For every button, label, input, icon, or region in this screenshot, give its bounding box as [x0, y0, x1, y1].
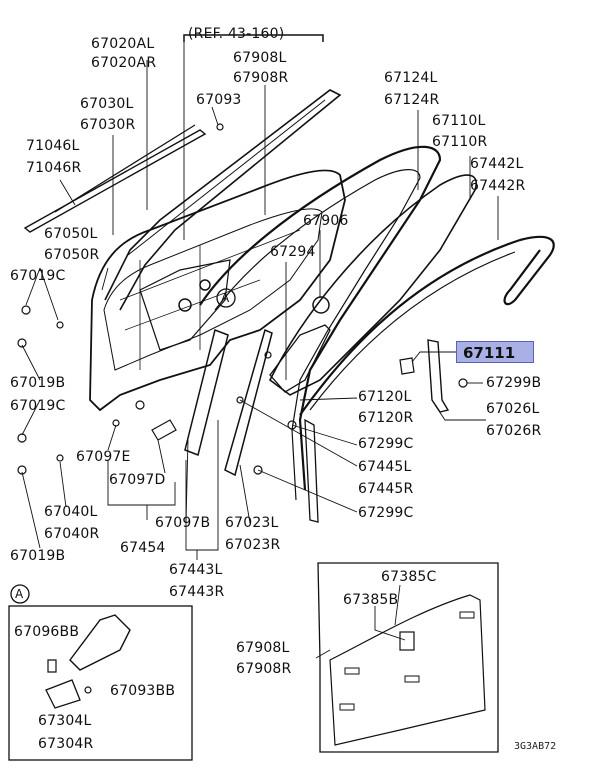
label-67110l: 67110L	[432, 113, 486, 129]
label-67304r: 67304R	[38, 736, 94, 752]
lower-channel	[304, 418, 319, 523]
glass-run	[199, 145, 442, 491]
label-67120r: 67120R	[358, 410, 414, 426]
label-67096bb: 67096BB	[14, 624, 80, 640]
label-67019b-1: 67019B	[10, 375, 66, 391]
label-67442r: 67442R	[470, 178, 526, 194]
label-67026l: 67026L	[486, 401, 540, 417]
label-67110r: 67110R	[432, 134, 488, 150]
sash	[184, 328, 229, 457]
label-67050r: 67050R	[44, 247, 100, 263]
label-67050l: 67050L	[44, 226, 98, 242]
label-67299c-2: 67299C	[358, 505, 414, 521]
label-67023l: 67023L	[225, 515, 279, 531]
callout-a-main: A	[221, 291, 230, 305]
label-67097e: 67097E	[76, 449, 131, 465]
label-67020ar: 67020AR	[91, 55, 157, 71]
label-67304l: 67304L	[38, 713, 92, 729]
label-67908r-bottom: 67908R	[236, 661, 292, 677]
label-71046r: 71046R	[26, 160, 82, 176]
label-67030r: 67030R	[80, 117, 136, 133]
label-67093bb: 67093BB	[110, 683, 176, 699]
label-67908l-top: 67908L	[233, 50, 287, 66]
label-67443l: 67443L	[169, 562, 223, 578]
inset-box-trim	[317, 562, 499, 753]
speaker	[312, 296, 330, 314]
weatherstrip	[299, 235, 555, 416]
part-67111	[399, 357, 415, 375]
label-67906: 67906	[303, 213, 349, 229]
door-inner-panel	[89, 169, 346, 412]
label-67385b: 67385B	[343, 592, 399, 608]
label-67030l: 67030L	[80, 96, 134, 112]
label-67120l: 67120L	[358, 389, 412, 405]
label-67019c-2: 67019C	[10, 398, 66, 414]
label-67111: 67111	[463, 344, 516, 362]
label-67454: 67454	[120, 540, 166, 556]
door-glass	[268, 174, 477, 396]
label-67020al: 67020AL	[91, 36, 155, 52]
ref-label: (REF. 43-160)	[188, 26, 285, 42]
label-67299c-1: 67299C	[358, 436, 414, 452]
label-67443r: 67443R	[169, 584, 225, 600]
regulator	[139, 259, 231, 351]
label-67023r: 67023R	[225, 537, 281, 553]
leader-lines	[21, 42, 499, 659]
highlight-67111[interactable]: 67111	[456, 341, 534, 363]
circle-a-main	[216, 288, 236, 308]
belt-moulding	[23, 129, 207, 233]
label-71046l: 71046L	[26, 138, 80, 154]
ref-bracket	[183, 34, 324, 42]
bracket-67026	[427, 339, 450, 413]
label-67124r: 67124R	[384, 92, 440, 108]
label-67019b-2: 67019B	[10, 548, 66, 564]
label-67097d: 67097D	[109, 472, 166, 488]
label-67026r: 67026R	[486, 423, 542, 439]
label-67294: 67294	[270, 244, 316, 260]
label-67040r: 67040R	[44, 526, 100, 542]
label-67445r: 67445R	[358, 481, 414, 497]
label-67124l: 67124L	[384, 70, 438, 86]
label-67019c-1: 67019C	[10, 268, 66, 284]
label-67442l: 67442L	[470, 156, 524, 172]
label-67385c: 67385C	[381, 569, 437, 585]
label-67097b: 67097B	[155, 515, 211, 531]
label-67445l: 67445L	[358, 459, 412, 475]
label-67908r-top: 67908R	[233, 70, 289, 86]
fasteners	[17, 123, 468, 475]
circle-a-inset	[10, 584, 30, 604]
label-67093: 67093	[196, 92, 242, 108]
inset-box-a	[8, 605, 193, 761]
label-67040l: 67040L	[44, 504, 98, 520]
label-67908l-bottom: 67908L	[236, 640, 290, 656]
quarter-glass	[269, 324, 331, 393]
callout-a-inset: A	[15, 587, 24, 601]
figure-code: 3G3AB72	[514, 741, 557, 752]
outer-moulding	[104, 89, 342, 311]
label-67299b: 67299B	[486, 375, 542, 391]
